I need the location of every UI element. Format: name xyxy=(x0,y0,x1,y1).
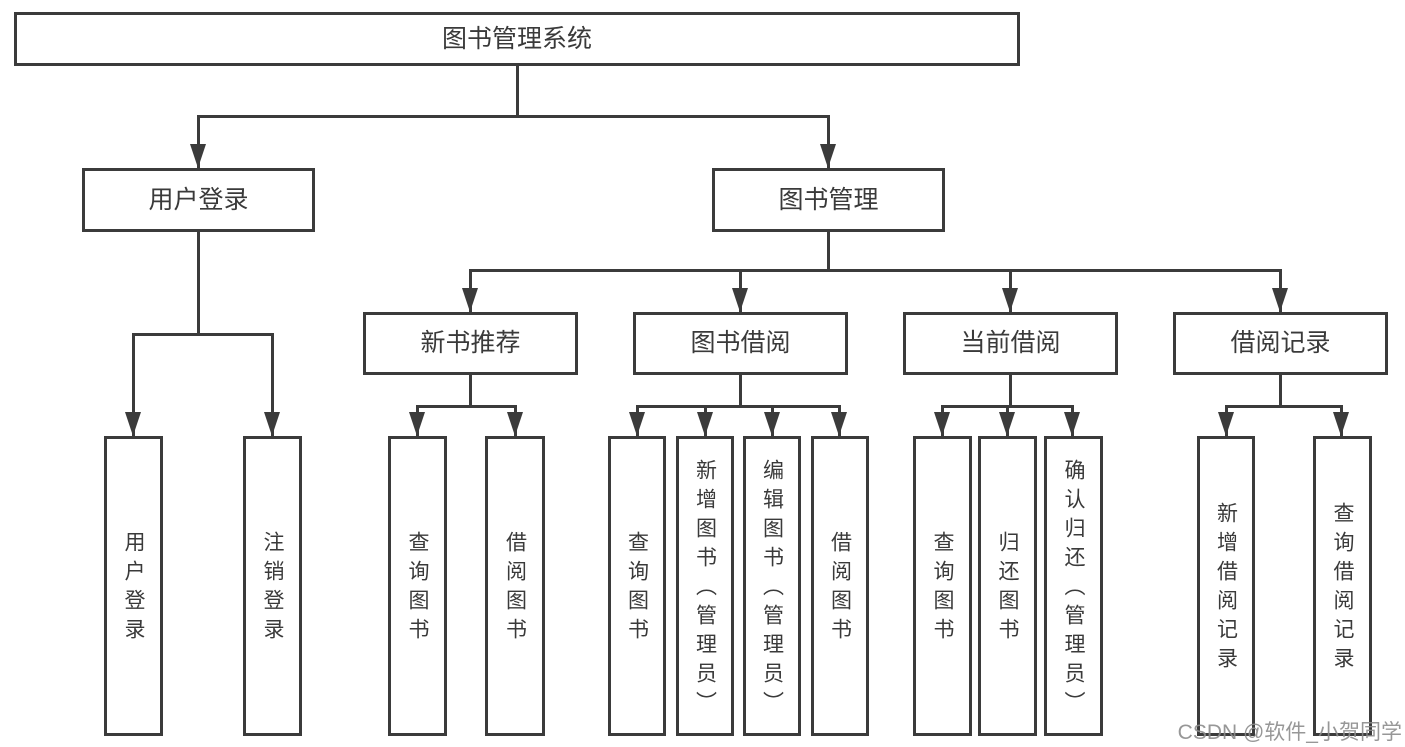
connector xyxy=(739,375,742,408)
arrowhead-down-icon xyxy=(999,412,1015,436)
leaf-return-book: 归还图书 xyxy=(978,436,1037,736)
node-book-borrowing: 图书借阅 xyxy=(633,312,848,375)
leaf-label: 借阅图书 xyxy=(503,531,527,647)
leaf-query-borrow-record: 查询借阅记录 xyxy=(1313,436,1372,736)
connector xyxy=(1009,375,1012,408)
arrowhead-down-icon xyxy=(831,412,847,436)
node-book-management: 图书管理 xyxy=(712,168,945,232)
connector xyxy=(469,375,472,408)
node-label: 图书借阅 xyxy=(690,329,791,357)
arrowhead-down-icon xyxy=(629,412,645,436)
connector xyxy=(469,269,1281,272)
node-borrowing-records: 借阅记录 xyxy=(1173,312,1388,375)
connector xyxy=(271,333,274,436)
leaf-label: 确认归还（管理员） xyxy=(1062,458,1085,720)
arrowhead-down-icon xyxy=(409,412,425,436)
arrowhead-down-icon xyxy=(1218,412,1234,436)
connector xyxy=(132,333,135,436)
leaf-user-login: 用户登录 xyxy=(104,436,163,736)
arrowhead-down-icon xyxy=(934,412,950,436)
connector xyxy=(1225,405,1343,408)
leaf-edit-book-admin: 编辑图书（管理员） xyxy=(743,436,801,736)
leaf-query-book-borrow: 查询图书 xyxy=(608,436,666,736)
node-new-book-recommend: 新书推荐 xyxy=(363,312,578,375)
connector xyxy=(416,405,517,408)
connector xyxy=(197,115,200,168)
node-user-login: 用户登录 xyxy=(82,168,315,232)
connector xyxy=(197,232,200,336)
arrowhead-down-icon xyxy=(1002,288,1018,312)
arrowhead-down-icon xyxy=(507,412,523,436)
arrowhead-down-icon xyxy=(264,412,280,436)
arrowhead-down-icon xyxy=(1272,288,1288,312)
arrowhead-down-icon xyxy=(764,412,780,436)
arrowhead-down-icon xyxy=(1333,412,1349,436)
connector xyxy=(132,333,273,336)
connector xyxy=(197,115,830,118)
arrowhead-down-icon xyxy=(697,412,713,436)
leaf-label: 查询借阅记录 xyxy=(1331,502,1354,676)
leaf-label: 查询图书 xyxy=(931,531,954,647)
connector xyxy=(827,232,830,271)
node-library-management-system: 图书管理系统 xyxy=(14,12,1020,66)
leaf-label: 注销登录 xyxy=(261,531,284,647)
node-label: 用户登录 xyxy=(148,185,249,214)
arrowhead-down-icon xyxy=(732,288,748,312)
connector xyxy=(1279,375,1282,408)
leaf-logout: 注销登录 xyxy=(243,436,302,736)
csdn-watermark: CSDN @软件_小贺同学 xyxy=(1177,721,1402,744)
node-label: 图书管理系统 xyxy=(441,24,592,53)
leaf-label: 查询图书 xyxy=(625,531,649,647)
leaf-add-borrow-record: 新增借阅记录 xyxy=(1197,436,1255,736)
leaf-label: 借阅图书 xyxy=(828,531,852,647)
leaf-borrow-book: 借阅图书 xyxy=(811,436,869,736)
arrowhead-down-icon xyxy=(190,144,206,168)
leaf-borrow-book-recommend: 借阅图书 xyxy=(485,436,545,736)
leaf-label: 新增借阅记录 xyxy=(1214,502,1238,676)
leaf-label: 新增图书（管理员） xyxy=(693,458,717,720)
connector xyxy=(827,115,830,168)
arrowhead-down-icon xyxy=(1064,412,1080,436)
leaf-label: 编辑图书（管理员） xyxy=(760,458,784,720)
node-label: 图书管理 xyxy=(778,185,879,214)
leaf-label: 查询图书 xyxy=(406,531,429,647)
leaf-confirm-return-admin: 确认归还（管理员） xyxy=(1044,436,1103,736)
node-label: 新书推荐 xyxy=(420,329,521,357)
connector xyxy=(516,66,519,117)
node-label: 借阅记录 xyxy=(1230,329,1331,357)
connector xyxy=(636,405,840,408)
leaf-query-book-current: 查询图书 xyxy=(913,436,972,736)
arrowhead-down-icon xyxy=(125,412,141,436)
leaf-label: 归还图书 xyxy=(996,531,1019,647)
leaf-label: 用户登录 xyxy=(122,531,145,647)
arrowhead-down-icon xyxy=(462,288,478,312)
node-current-borrowing: 当前借阅 xyxy=(903,312,1118,375)
leaf-query-book-recommend: 查询图书 xyxy=(388,436,447,736)
arrowhead-down-icon xyxy=(820,144,836,168)
node-label: 当前借阅 xyxy=(960,329,1061,357)
leaf-add-book-admin: 新增图书（管理员） xyxy=(676,436,734,736)
